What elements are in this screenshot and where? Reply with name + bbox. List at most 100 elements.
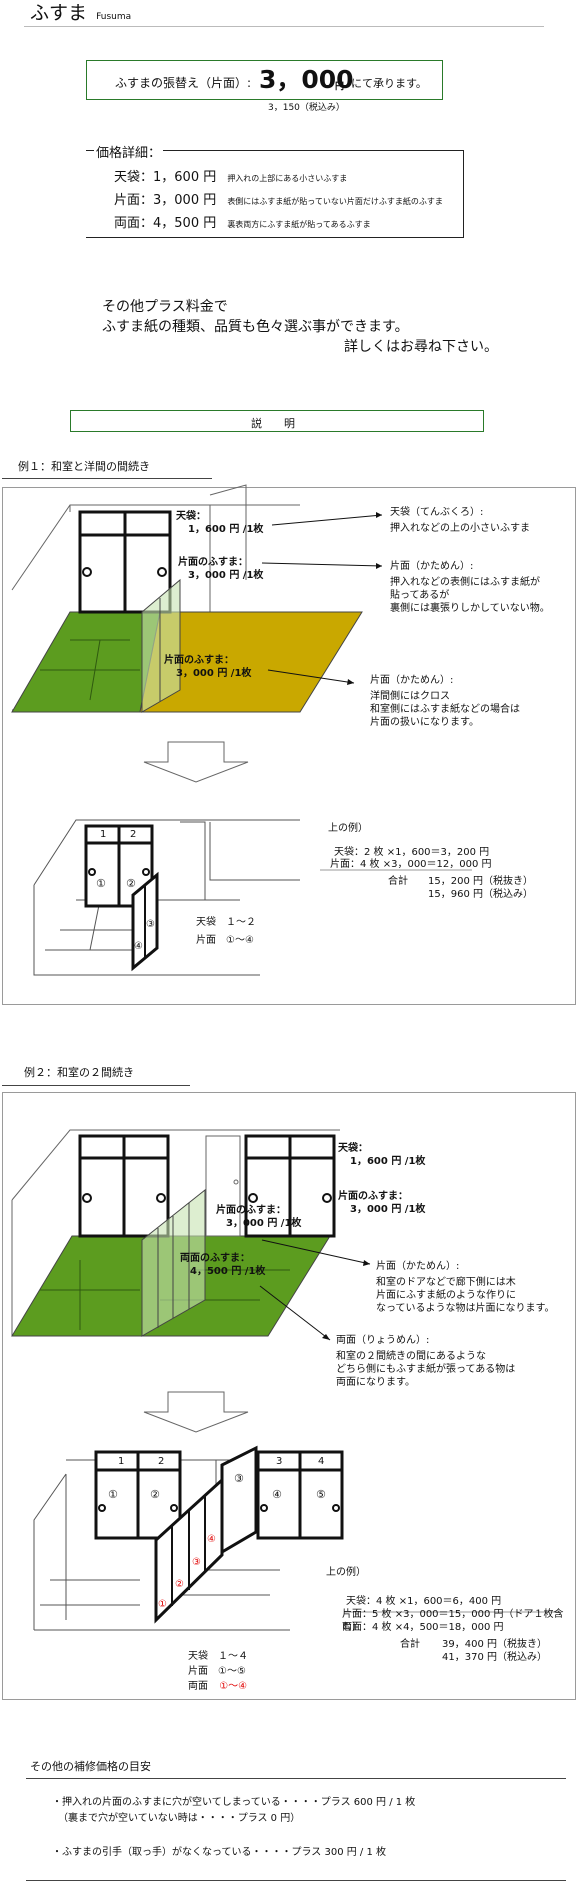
ex2-tag-ryomen: 両面のふすま： 4，500 円 /1枚 bbox=[180, 1252, 265, 1278]
tag-title: 片面のふすま： bbox=[216, 1205, 286, 1216]
note-line: なっているような物は片面になります。 bbox=[376, 1303, 555, 1314]
tag-price: 1，600 円 /1枚 bbox=[350, 1156, 426, 1167]
page-title: ふすま bbox=[30, 2, 88, 24]
note-line: 押入れなどの上の小さいふすま bbox=[390, 523, 530, 534]
tag-price: 4，500 円 /1枚 bbox=[190, 1266, 266, 1277]
tag-price: 1，600 円 /1枚 bbox=[188, 524, 264, 535]
tag-price: 3，000 円 /1枚 bbox=[188, 570, 264, 581]
price-row-note: 裏表両方にふすま紙が貼ってあるふすま bbox=[227, 220, 371, 229]
price-row-katamen: 片面：3，000 円 表側にはふすま紙が貼っていない片面だけふすま紙のふすま bbox=[114, 189, 474, 208]
count-value: ①～④ bbox=[219, 1681, 248, 1692]
ex2-panel-num: ② bbox=[150, 1488, 160, 1501]
ex1-calc-title: 上の例） bbox=[328, 823, 368, 834]
ex2-panel-num: ③ bbox=[234, 1472, 244, 1485]
ex2-tag-katamen-right: 片面のふすま： 3，000 円 /1枚 bbox=[338, 1190, 425, 1216]
note-line: どちら側にもふすま紙が張ってある物は bbox=[336, 1364, 516, 1375]
ex2-panel-num: ⑤ bbox=[316, 1488, 326, 1501]
headline-price: 3，000 bbox=[259, 65, 354, 94]
count-label: 両面 bbox=[188, 1681, 208, 1692]
ex2-panel-num: ① bbox=[108, 1488, 118, 1501]
price-row-label: 片面：3，000 円 bbox=[114, 193, 217, 208]
ex2-panel-num: 3 bbox=[276, 1456, 283, 1467]
example1-title-underline bbox=[2, 478, 212, 479]
ex1-note-tenbukuro: 天袋（てんぶくろ）: 押入れなどの上の小さいふすま bbox=[390, 506, 530, 535]
extra-line-2: ふすま紙の種類、品質も色々選ぶ事ができます。 bbox=[102, 319, 409, 335]
ex2-panel-num-red: ① bbox=[158, 1599, 167, 1610]
tag-title: 片面のふすま： bbox=[178, 557, 248, 568]
note-line: 押入れなどの表側にはふすま紙が bbox=[390, 577, 540, 588]
ex2-total-label: 合計 bbox=[400, 1639, 420, 1650]
note-line: 片面（かためん）: bbox=[376, 1261, 460, 1272]
note-line: 片面（かためん）: bbox=[390, 561, 474, 572]
example2-panel bbox=[2, 1092, 576, 1700]
note-line: 両面になります。 bbox=[336, 1377, 415, 1388]
headline-prefix: ふすまの張替え（片面）: bbox=[115, 76, 252, 90]
note-line: 和室のドアなどで廊下側には木 bbox=[376, 1277, 516, 1288]
ex1-total-ex: 15，200 円（税抜き） bbox=[428, 876, 533, 887]
ex2-total-in: 41，370 円（税込み） bbox=[442, 1652, 547, 1663]
example2-title-underline bbox=[2, 1085, 190, 1086]
ex2-note-ryomen: 両面（りょうめん）: 和室の２間続きの間にあるような どちら側にもふすま紙が張っ… bbox=[336, 1334, 515, 1389]
price-row-note: 押入れの上部にある小さいふすま bbox=[227, 174, 348, 183]
note-line: 片面にふすま紙のような作りに bbox=[376, 1290, 516, 1301]
ex1-calc-line: 片面：4 枚 ×3，000＝12，000 円 bbox=[330, 859, 492, 870]
price-row-note: 表側にはふすま紙が貼っていない片面だけふすま紙のふすま bbox=[227, 197, 443, 206]
tag-title: 天袋： bbox=[176, 511, 206, 522]
price-detail-title: 価格詳細： bbox=[94, 142, 164, 161]
headline-yen: 円 bbox=[335, 82, 345, 92]
ex2-panel-num: 1 bbox=[118, 1456, 125, 1467]
ex1-panel-num: 2 bbox=[130, 829, 137, 840]
note-line: 片面（かためん）: bbox=[370, 675, 454, 686]
note-line: 和室の２間続きの間にあるような bbox=[336, 1351, 486, 1362]
price-row-label: 両面：4，500 円 bbox=[114, 216, 217, 231]
ex1-calc-line: 天袋：2 枚 ×1，600＝3，200 円 bbox=[334, 847, 490, 858]
tag-title: 天袋： bbox=[338, 1143, 368, 1154]
tax-included-price: 3，150（税込み） bbox=[268, 103, 345, 113]
explain-label: 説 明 bbox=[251, 417, 295, 430]
ex1-tag-katamen-door: 片面のふすま： 3，000 円 /1枚 bbox=[164, 654, 251, 680]
ex1-count-katamen: 片面 ①～④ bbox=[196, 935, 254, 946]
footer-divider bbox=[26, 1880, 566, 1881]
ex2-panel-num: ④ bbox=[272, 1488, 282, 1501]
ex2-calc-title: 上の例） bbox=[326, 1567, 366, 1578]
note-line: 洋間側にはクロス bbox=[370, 691, 450, 702]
example1-panel bbox=[2, 487, 576, 1005]
ex1-panel-num: ① bbox=[96, 877, 106, 890]
price-row-tenbukuro: 天袋：1，600 円 押入れの上部にある小さいふすま bbox=[114, 166, 474, 185]
header-divider bbox=[24, 26, 544, 27]
ex1-note-katamen-door: 片面（かためん）: 洋間側にはクロス 和室側にはふすま紙などの場合は 片面の扱い… bbox=[370, 674, 520, 729]
repair-item-handle: ・ふすまの引手（取っ手）がなくなっている・・・・プラス 300 円 / 1 枚 bbox=[52, 1847, 387, 1858]
tag-title: 片面のふすま： bbox=[164, 655, 234, 666]
ex1-note-katamen-closet: 片面（かためん）: 押入れなどの表側にはふすま紙が 貼ってあるが 裏側には裏張り… bbox=[390, 560, 550, 615]
headline-box: ふすまの張替え（片面）: 3，000 円 にて承ります。 bbox=[86, 60, 443, 100]
explain-bar: 説 明 bbox=[70, 410, 484, 432]
ex2-calc-line: 両面：4 枚 ×4，500＝18，000 円 bbox=[342, 1622, 504, 1633]
page-header: ふすま Fusuma bbox=[30, 2, 550, 28]
ex1-total-label: 合計 bbox=[388, 876, 408, 887]
ex1-panel-num: ③ bbox=[146, 919, 155, 930]
ex2-panel-num: 2 bbox=[158, 1456, 165, 1467]
ex2-count-katamen: 片面 ①～⑤ bbox=[188, 1666, 246, 1677]
ex2-count-tenbukuro: 天袋 １～４ bbox=[188, 1651, 248, 1662]
ex2-tag-katamen-center: 片面のふすま： 3，000 円 /1枚 bbox=[216, 1204, 301, 1230]
ex2-note-katamen: 片面（かためん）: 和室のドアなどで廊下側には木 片面にふすま紙のような作りに … bbox=[376, 1260, 555, 1315]
extra-line-1: その他プラス料金で bbox=[102, 299, 228, 315]
tag-price: 3，000 円 /1枚 bbox=[176, 668, 252, 679]
ex2-calc-line: 天袋：4 枚 ×1，600＝6，400 円 bbox=[346, 1596, 502, 1607]
ex2-count-ryomen: 両面 ①～④ bbox=[188, 1680, 247, 1693]
repairs-title: その他の補修価格の目安 bbox=[30, 1760, 151, 1773]
example1-title: 例１：和室と洋間の間続き bbox=[18, 460, 150, 473]
note-line: 和室側にはふすま紙などの場合は bbox=[370, 704, 520, 715]
example2-title: 例２：和室の２間続き bbox=[24, 1066, 134, 1079]
ex2-panel-num-red: ② bbox=[175, 1579, 184, 1590]
repair-item-hole-sub: （裏まで穴が空いていない時は・・・・プラス 0 円） bbox=[58, 1813, 301, 1824]
tag-title: 片面のふすま： bbox=[338, 1191, 408, 1202]
ex1-total-in: 15，960 円（税込み） bbox=[428, 889, 533, 900]
note-line: 両面（りょうめん）: bbox=[336, 1335, 430, 1346]
price-row-ryomen: 両面：4，500 円 裏表両方にふすま紙が貼ってあるふすま bbox=[114, 212, 474, 231]
headline-suffix: にて承ります。 bbox=[351, 77, 427, 90]
ex1-panel-num: ④ bbox=[134, 941, 143, 952]
ex1-panel-num: 1 bbox=[100, 829, 107, 840]
